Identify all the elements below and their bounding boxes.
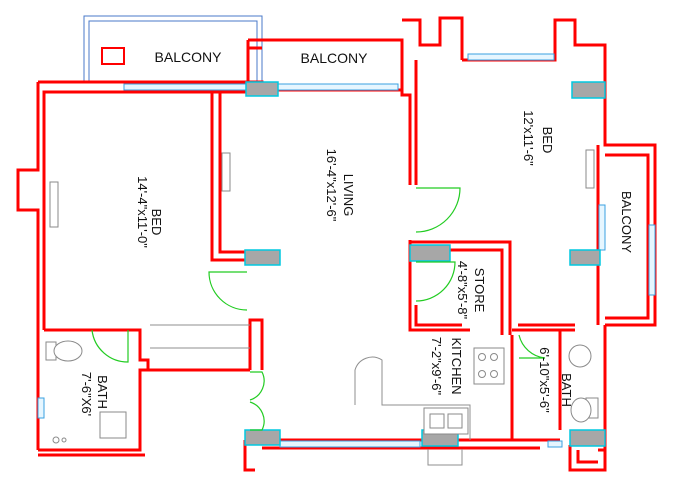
label-bed-right-name: BED (540, 127, 555, 154)
label-bed-right-size: 12'x11'-6" (521, 110, 536, 166)
window-top-living (277, 83, 399, 91)
basin-icon-right (568, 344, 592, 368)
window-right-balcony (648, 224, 656, 296)
kitchen-counter (354, 356, 471, 440)
door-store (415, 261, 456, 302)
window-bath-right (547, 440, 563, 448)
ac-unit-right-bed (585, 149, 595, 189)
ac-unit-left-bed (49, 181, 59, 228)
shower-icon-left (52, 436, 67, 444)
fixtures (45, 324, 599, 466)
label-balcony-top-center: BALCONY (301, 50, 369, 66)
label-bed-left-size: 14'-4"x11'-0" (135, 176, 150, 248)
ac-unit-living (221, 152, 231, 192)
label-kitchen-size: 7'-2"x9'-6" (429, 337, 444, 396)
label-store-size: 4'-8"x5'-8" (455, 261, 470, 320)
window-top-left (123, 83, 247, 91)
ac-units (49, 149, 595, 228)
stove-icon (473, 347, 505, 385)
window-right-bed (598, 204, 606, 251)
label-living-size: 16'-4"x12'-6" (324, 149, 339, 222)
door-bath-left (91, 329, 129, 363)
label-bath-right-size: 6'-10"x5'-6" (537, 347, 552, 413)
window-top-right (467, 53, 555, 61)
window-bath-left (37, 397, 45, 419)
room-labels: BALCONY BALCONY BALCONY BED 14'-4"x11'-0… (79, 49, 634, 416)
label-store-name: STORE (472, 268, 487, 313)
label-bed-left-name: BED (149, 209, 164, 236)
label-balcony-right: BALCONY (619, 191, 634, 253)
label-bath-left-name: BATH (95, 375, 110, 409)
door-entry-bottom (249, 401, 265, 431)
label-kitchen-name: KITCHEN (449, 337, 464, 394)
door-entry-top (249, 371, 265, 401)
basin-icon-left (99, 411, 127, 439)
label-balcony-top-left: BALCONY (155, 49, 223, 65)
toilet-icon-right (570, 397, 599, 423)
door-living-right (415, 187, 461, 233)
window-bottom-living (279, 440, 421, 448)
door-bath-right (518, 334, 546, 359)
door-left-bed (208, 271, 248, 311)
doors (91, 187, 546, 431)
toilet-icon-left (45, 340, 83, 362)
columns (244, 81, 606, 447)
label-bath-left-size: 7'-6"X6' (79, 372, 94, 416)
label-living-name: LIVING (341, 174, 356, 217)
label-bath-right-name: BATH (559, 373, 574, 407)
